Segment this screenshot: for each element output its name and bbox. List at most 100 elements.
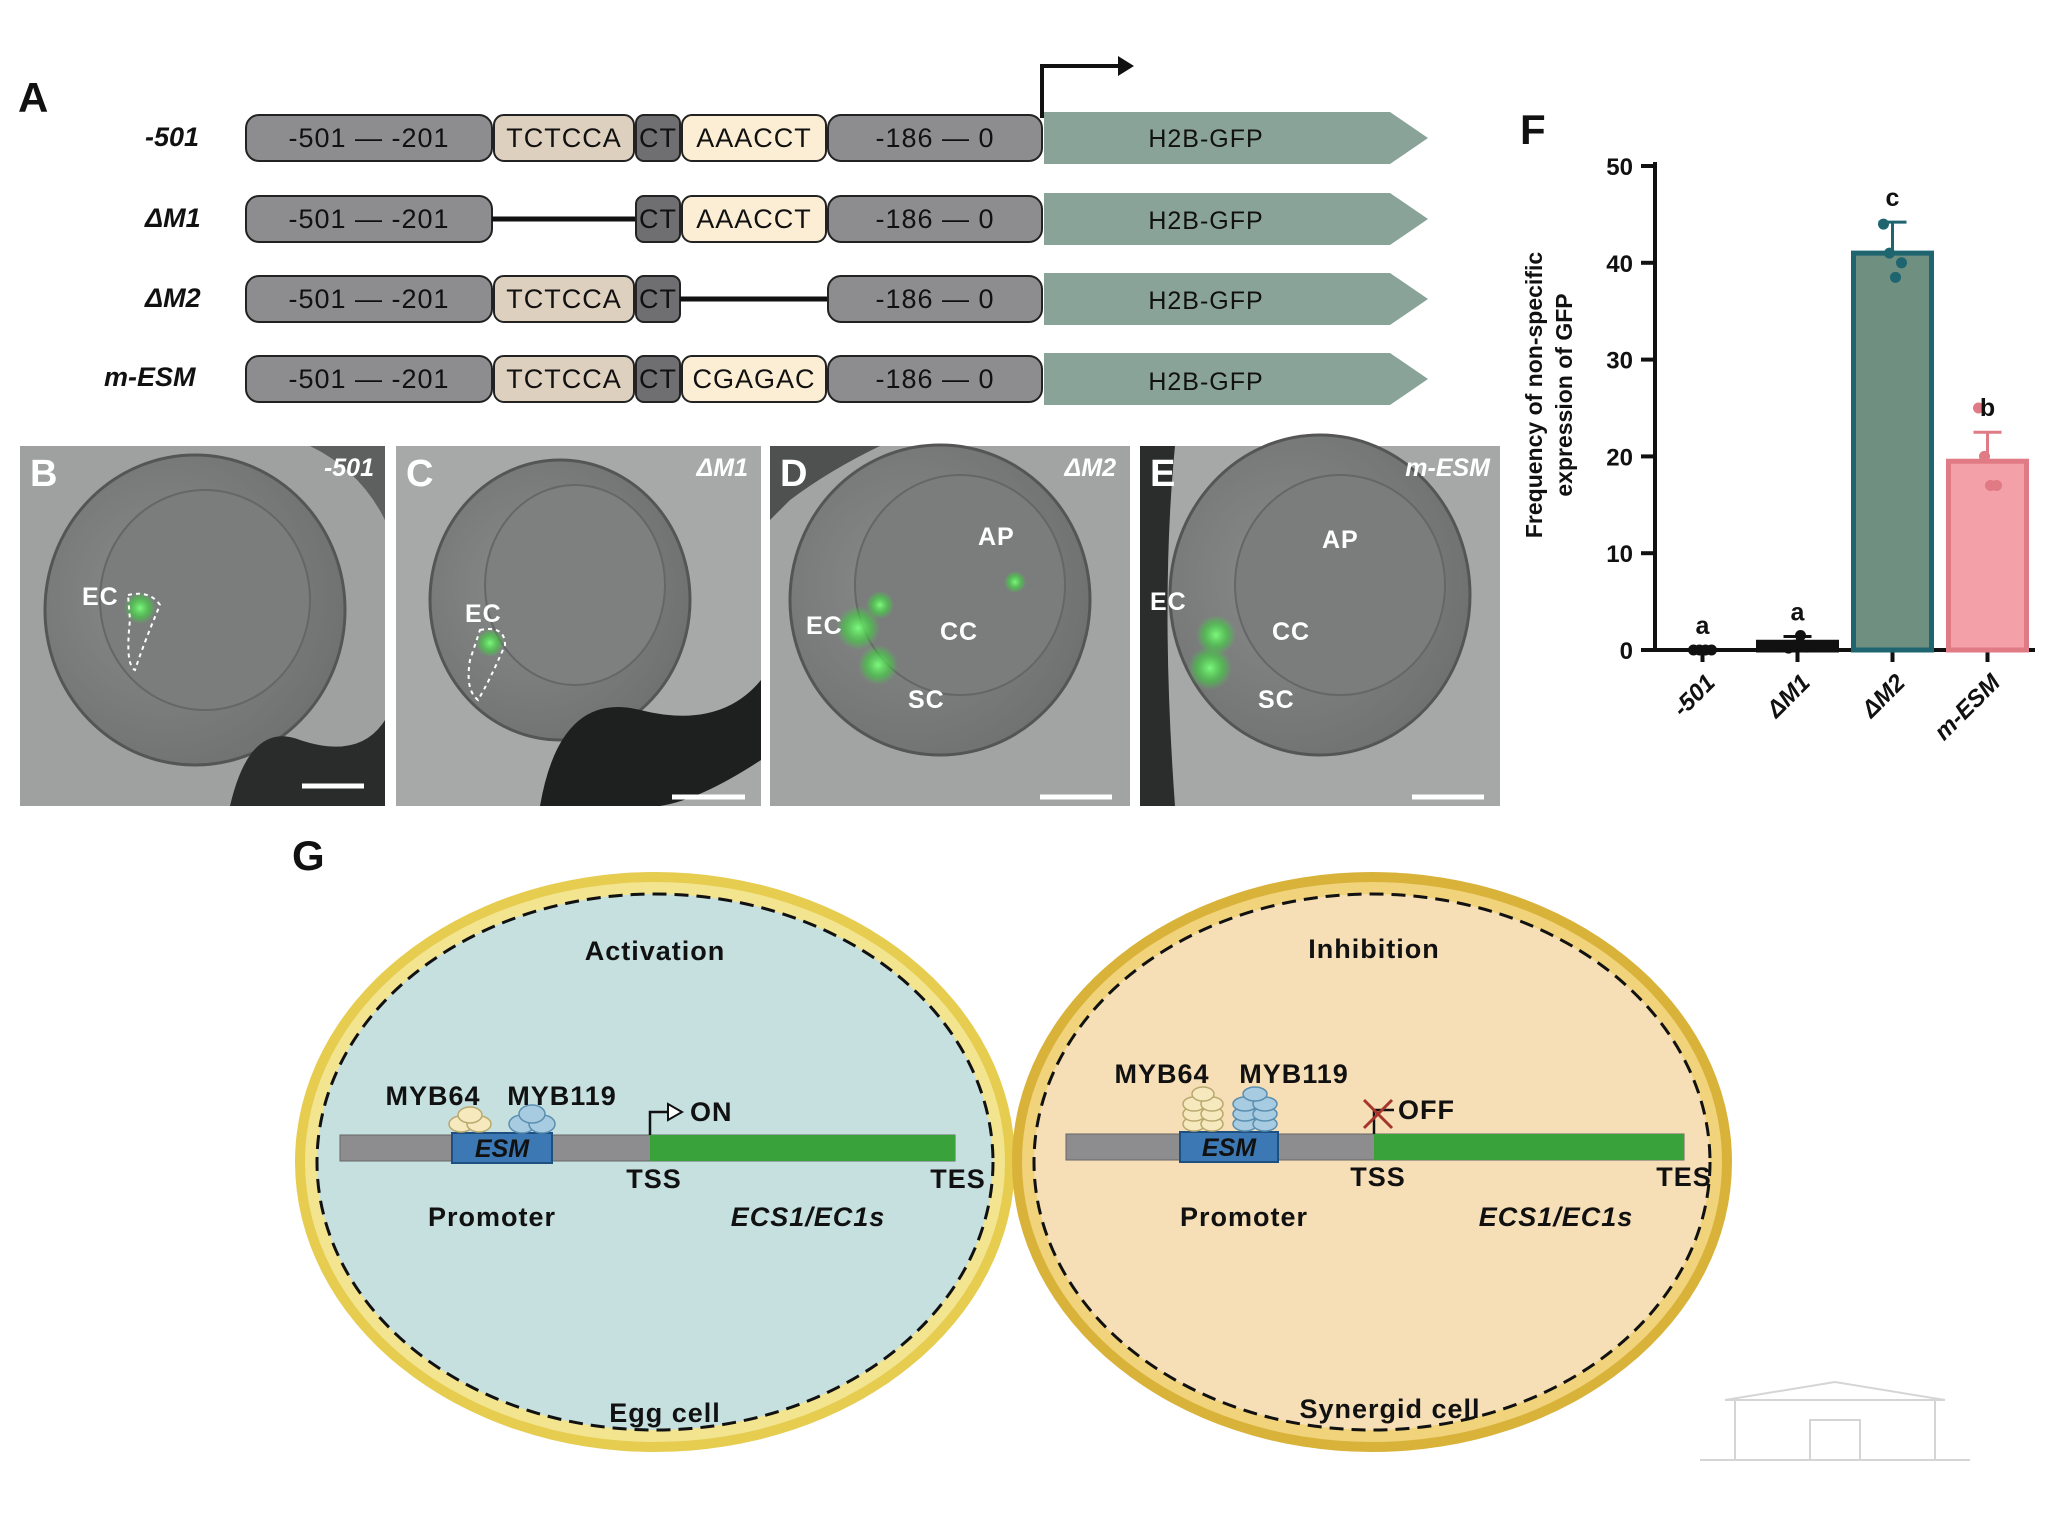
annotation-sc: SC	[1258, 686, 1295, 714]
embryo-sac	[1234, 474, 1446, 696]
data-point	[1878, 218, 1889, 230]
segment-core-label: -186 — 0	[875, 364, 994, 394]
embryo-sac	[854, 474, 1066, 696]
motif-m1	[493, 275, 635, 323]
egg-myb119-label: MYB119	[507, 1081, 617, 1111]
annotation-ec: EC	[465, 600, 502, 628]
panel-letter-e: E	[1150, 453, 1175, 495]
micrograph-tag: -501	[324, 454, 374, 482]
significance-label-0: a	[1696, 612, 1711, 640]
embryo-sac	[484, 484, 666, 686]
x-category-label: -501	[1668, 669, 1721, 722]
data-point	[1979, 450, 1990, 462]
egg-esm-label: ESM	[475, 1135, 530, 1163]
segment-upstream-label: -501 — -201	[288, 204, 449, 234]
gfp-signal-sc	[1188, 646, 1232, 690]
syn-tss-label: TSS	[1350, 1162, 1406, 1192]
data-point	[1789, 639, 1800, 651]
syn-esm-label: ESM	[1202, 1134, 1257, 1162]
y-tick-label: 40	[1606, 251, 1633, 278]
syn-promoter-label: Promoter	[1180, 1202, 1308, 1232]
syn-cross-icon	[1362, 1098, 1394, 1130]
micrograph-e: EC AP CC SC E m-ESM	[1140, 433, 1500, 806]
data-point	[1884, 247, 1895, 259]
gfp-signal-cc	[866, 591, 894, 619]
micrograph-tag: ΔM2	[1063, 454, 1116, 482]
construct-row-501: -501 -501 — -201 TCTCCA CT AAACCT -186 —…	[145, 112, 1428, 164]
motif-m1-label: TCTCCA	[506, 364, 622, 394]
gfp-reporter	[1044, 273, 1428, 325]
micrograph-tag: ΔM1	[695, 454, 748, 482]
micrograph-tag: m-ESM	[1405, 454, 1491, 482]
panel-letter-a: A	[18, 74, 48, 121]
segment-upstream-label: -501 — -201	[288, 364, 449, 394]
micrograph-c: EC C ΔM1	[396, 446, 761, 806]
data-point	[1801, 641, 1812, 653]
syn-esm-box	[1179, 1131, 1279, 1163]
segment-core	[827, 195, 1043, 243]
egg-myb64-label: MYB64	[385, 1081, 480, 1111]
gfp-label: H2B-GFP	[1148, 368, 1263, 396]
segment-core	[827, 114, 1043, 162]
gfp-label: H2B-GFP	[1148, 287, 1263, 315]
motif-m1-label: TCTCCA	[506, 123, 622, 153]
egg-cell-label: Egg cell	[609, 1398, 721, 1428]
construct-label: m-ESM	[104, 362, 196, 392]
gfp-reporter	[1044, 112, 1428, 164]
motif-m1-label: TCTCCA	[506, 284, 622, 314]
egg-promoter-label: Promoter	[428, 1202, 556, 1232]
syn-gene-body	[1374, 1134, 1684, 1160]
motif-m2-label: CGAGAC	[692, 364, 815, 394]
construct-label: ΔM1	[144, 203, 201, 233]
segment-core-label: -186 — 0	[875, 204, 994, 234]
data-point	[1973, 402, 1984, 414]
annotation-cc: CC	[940, 618, 978, 646]
annotation-ec: EC	[1150, 588, 1187, 616]
syn-myb64-stack	[1182, 1086, 1224, 1132]
syn-cell-label: Synergid cell	[1299, 1394, 1480, 1424]
y-tick-label: 50	[1606, 154, 1633, 181]
egg-gene-body	[650, 1135, 955, 1161]
segment-upstream-label: -501 — -201	[288, 123, 449, 153]
data-point	[1795, 629, 1806, 641]
ct-label: CT	[639, 123, 677, 153]
bar-2	[1851, 250, 1934, 653]
data-point	[1890, 271, 1901, 283]
gfp-signal-ec	[1196, 615, 1236, 655]
gfp-reporter	[1044, 193, 1428, 245]
motif-m2-label: AAACCT	[696, 204, 812, 234]
neighbor-ovule	[1140, 446, 1175, 806]
panel-a: A -501 -501 — -201 TCTCCA CT AAACCT -186…	[18, 56, 1428, 405]
egg-switch-label: ON	[690, 1097, 733, 1127]
gfp-label: H2B-GFP	[1148, 207, 1263, 235]
embryo-sac	[99, 489, 311, 711]
syn-gene-label: ECS1/EC1s	[1479, 1202, 1634, 1232]
syn-myb119-stack	[1232, 1086, 1278, 1132]
ct-box	[635, 195, 681, 243]
gfp-signal-ec	[124, 592, 156, 624]
construct-label: -501	[145, 122, 199, 152]
neighbor-ovule	[310, 446, 385, 520]
gfp-reporter	[1044, 353, 1428, 405]
y-tick-label: 10	[1606, 541, 1633, 568]
tss-arrowhead	[1118, 56, 1134, 76]
egg-cell-membrane	[315, 892, 995, 1432]
annotation-cc: CC	[1272, 618, 1310, 646]
motif-m1	[493, 114, 635, 162]
neighbor-ovule	[770, 446, 880, 520]
tss-arrow	[1040, 64, 1120, 118]
y-tick-label: 30	[1606, 348, 1633, 375]
segment-upstream-label: -501 — -201	[288, 284, 449, 314]
syn-myb119-label: MYB119	[1239, 1059, 1349, 1089]
egg-gene-label: ECS1/EC1s	[731, 1202, 886, 1232]
motif-m2-mutant	[681, 355, 827, 403]
watermark-building-icon	[1700, 1380, 1970, 1461]
egg-cell-outline	[126, 592, 162, 672]
panel-g: G Activation Egg cell ESM MYB64 M	[292, 832, 1732, 1452]
construct-row-dm2: ΔM2 -501 — -201 TCTCCA CT -186 — 0 H2B-G…	[144, 273, 1428, 325]
data-point	[1706, 644, 1717, 656]
significance-label-3: b	[1980, 394, 1995, 422]
ct-label: CT	[639, 204, 677, 234]
gfp-signal-ec	[476, 629, 504, 657]
